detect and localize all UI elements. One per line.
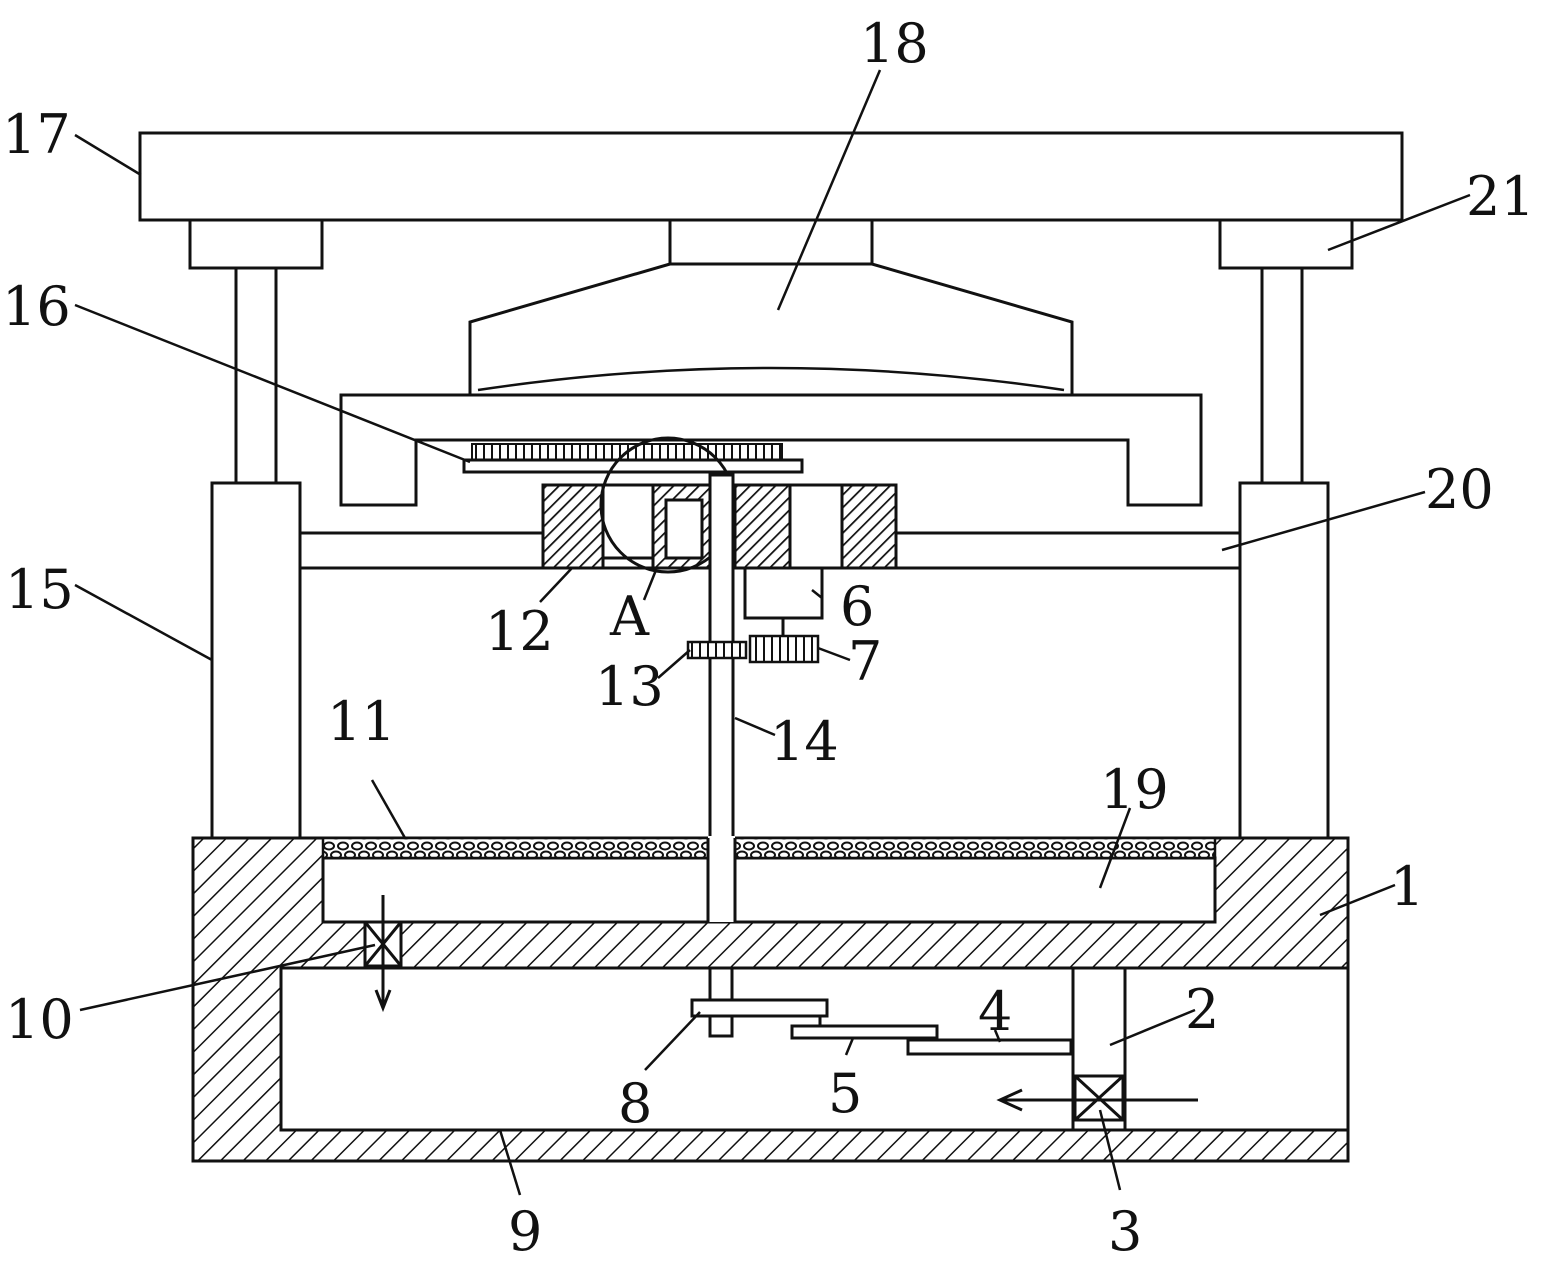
leader-15 (74, 583, 213, 662)
label-5: 5 (828, 1062, 862, 1125)
mold-tray (339, 393, 1203, 507)
leader-20 (1221, 490, 1426, 552)
leader-7 (817, 646, 851, 662)
lower-chamber (279, 966, 1350, 1132)
leader-16 (74, 303, 471, 464)
leader-5 (844, 1037, 855, 1056)
right-cylinder (1238, 481, 1330, 840)
leader-11 (370, 779, 407, 839)
press-head-curve (477, 366, 1065, 392)
label-19: 19 (1100, 758, 1169, 821)
flow-arrow-down-head (374, 989, 392, 1013)
slider-insert-a (601, 483, 655, 560)
leader-4 (993, 1029, 1002, 1043)
left-cylinder (210, 481, 302, 840)
drive-gear (748, 634, 820, 664)
driven-gear (686, 640, 748, 660)
left-piston-rod (234, 266, 278, 485)
leader-19 (1098, 807, 1132, 889)
label-16: 16 (2, 275, 71, 338)
right-piston-rod (1260, 266, 1304, 485)
left-mount-block (188, 218, 324, 270)
label-a: A (609, 585, 650, 648)
label-12: 12 (485, 600, 554, 663)
crank-arm (690, 998, 829, 1018)
label-15: 15 (5, 558, 74, 621)
label-2: 2 (1185, 978, 1219, 1041)
leader-9 (498, 1129, 522, 1196)
label-11: 11 (327, 690, 396, 753)
leader-17 (74, 133, 142, 177)
detail-circle-a (599, 436, 737, 574)
shaft-gap (708, 836, 735, 922)
leader-a (642, 569, 658, 601)
press-head (468, 262, 1074, 397)
leader-1 (1319, 883, 1396, 917)
label-17: 17 (2, 103, 71, 166)
right-mount-block (1218, 218, 1354, 270)
slider-block-left (541, 483, 605, 570)
connecting-rod (790, 1024, 939, 1040)
leader-2 (1109, 1008, 1196, 1047)
filter-layer (321, 836, 1217, 860)
center-mount (668, 218, 874, 266)
label-6: 6 (840, 575, 874, 638)
label-8: 8 (618, 1072, 652, 1135)
flow-arrow-left-head (996, 1088, 1023, 1112)
label-18: 18 (860, 12, 929, 75)
label-7: 7 (848, 630, 882, 693)
motor (743, 566, 824, 620)
leader-18 (776, 69, 882, 311)
label-3: 3 (1108, 1200, 1142, 1263)
leader-21 (1327, 193, 1471, 252)
slider-block-right (733, 483, 792, 570)
label-14: 14 (770, 710, 839, 773)
leader-6 (811, 589, 823, 599)
label-20: 20 (1425, 458, 1494, 521)
leader-13 (657, 649, 691, 679)
leader-3 (1098, 1109, 1122, 1191)
leader-8 (644, 1011, 701, 1071)
leader-12 (539, 567, 573, 603)
rack-plate (462, 458, 804, 474)
valve-lower-x2 (1073, 1074, 1125, 1122)
upper-cavity (321, 856, 1217, 924)
slider-block-end (840, 483, 898, 570)
label-9: 9 (508, 1200, 542, 1263)
label-10: 10 (5, 988, 74, 1051)
slider-insert-c (788, 483, 844, 570)
label-4: 4 (978, 980, 1012, 1043)
push-rod (906, 1038, 1073, 1056)
leader-14 (734, 716, 776, 737)
label-13: 13 (595, 655, 664, 718)
leader-10 (79, 943, 376, 1012)
label-1: 1 (1390, 855, 1424, 918)
label-21: 21 (1466, 165, 1535, 228)
slider-insert-b (664, 498, 704, 560)
top-plate (138, 131, 1404, 222)
